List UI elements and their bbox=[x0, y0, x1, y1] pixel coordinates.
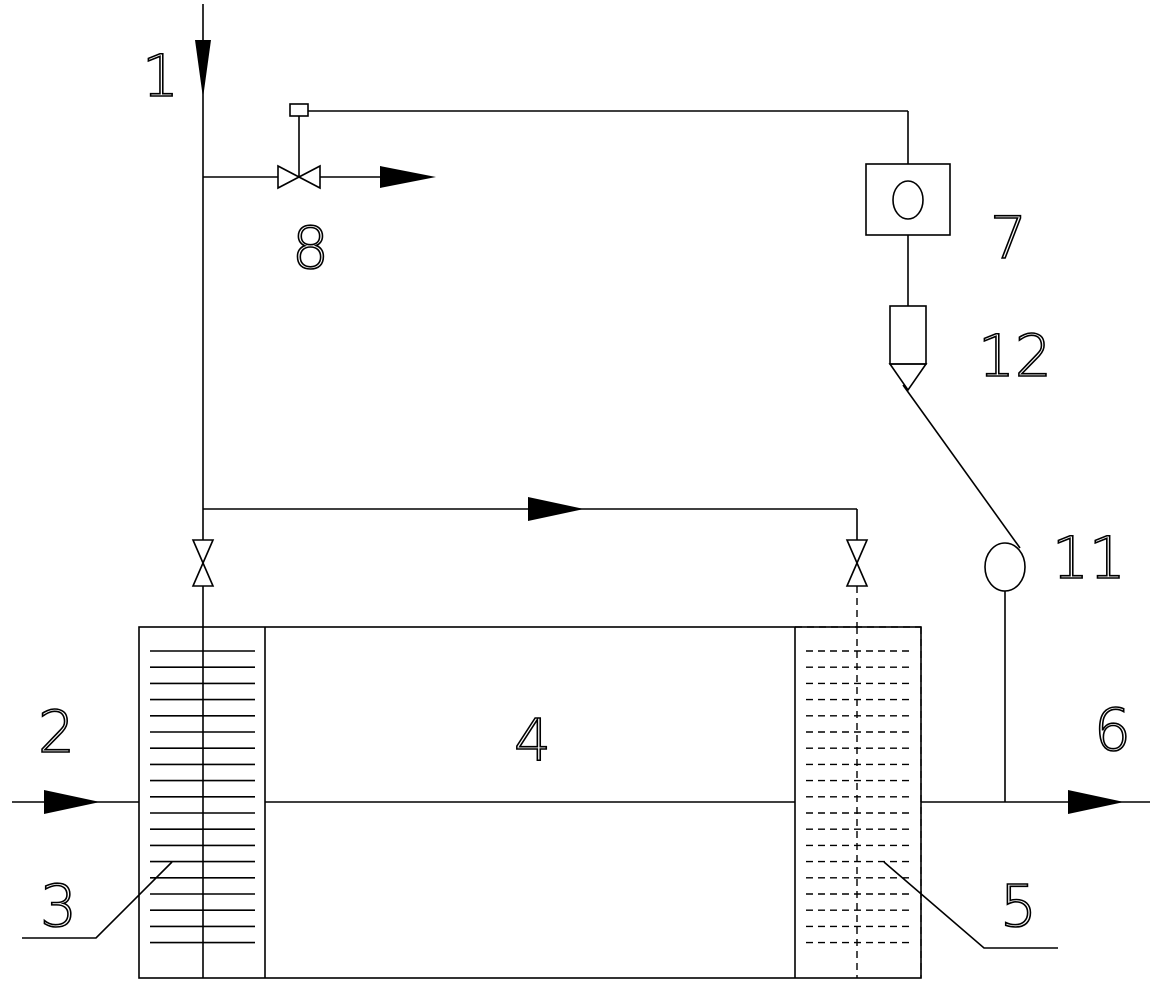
leader-lines bbox=[22, 861, 1058, 949]
valve-right bbox=[845, 539, 869, 627]
label-2: 2 bbox=[38, 698, 75, 766]
vent-arrow-right bbox=[380, 166, 436, 188]
control-signal-line bbox=[308, 110, 909, 164]
label-8: 8 bbox=[292, 214, 329, 282]
valve-actuator bbox=[289, 103, 309, 117]
branch-to-valve-8 bbox=[203, 103, 436, 190]
controller-indicator-icon bbox=[892, 180, 924, 220]
heat-exchanger-3 bbox=[150, 627, 255, 978]
label-4: 4 bbox=[514, 706, 551, 774]
cross-feed-arrow bbox=[528, 497, 584, 521]
label-6: 6 bbox=[1094, 696, 1131, 764]
label-5: 5 bbox=[1000, 872, 1037, 940]
valve-left bbox=[191, 539, 215, 627]
heat-exchanger-5 bbox=[795, 626, 922, 978]
cross-feed-line bbox=[203, 497, 858, 540]
sampling-point-11 bbox=[984, 542, 1026, 802]
controller-7 bbox=[865, 163, 951, 306]
label-3: 3 bbox=[40, 872, 77, 940]
label-11: 11 bbox=[1052, 524, 1126, 592]
label-12: 12 bbox=[978, 322, 1052, 390]
valve-8 bbox=[277, 164, 321, 190]
label-1: 1 bbox=[142, 42, 179, 110]
inlet-arrow-down bbox=[195, 40, 211, 98]
process-stream bbox=[12, 790, 1150, 814]
feed-arrow-2 bbox=[44, 790, 100, 814]
outlet-arrow-6 bbox=[1068, 790, 1124, 814]
inlet-pipe-1 bbox=[195, 4, 211, 540]
sensor-12 bbox=[888, 305, 1021, 549]
label-7: 7 bbox=[990, 204, 1027, 272]
